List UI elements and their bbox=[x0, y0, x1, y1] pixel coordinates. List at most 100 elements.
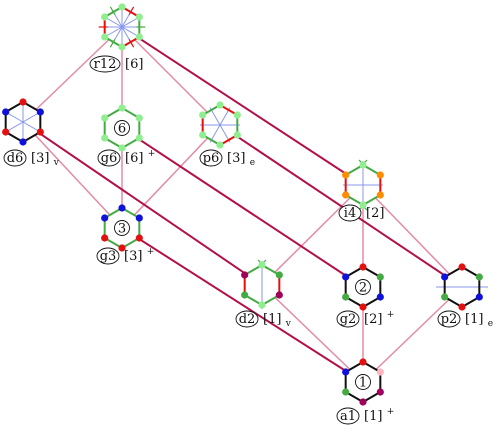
node-name-label: d2 bbox=[239, 312, 256, 327]
symmetry-axes bbox=[343, 161, 383, 209]
node-name-label: d6 bbox=[7, 151, 24, 166]
vertex-dot bbox=[241, 271, 249, 279]
vertex-dot bbox=[376, 293, 384, 301]
axis-line bbox=[111, 9, 133, 45]
vertex-dot bbox=[233, 111, 241, 119]
node-name-label: g2 bbox=[340, 312, 357, 327]
node-index-label: [6] bbox=[125, 151, 143, 166]
vertex-dot bbox=[101, 33, 109, 41]
light-edge-d6-g3 bbox=[22, 121, 123, 229]
node-name-label: a1 bbox=[340, 409, 356, 424]
light-edge-p2-a1 bbox=[362, 286, 463, 383]
vertex-dot bbox=[376, 368, 384, 376]
node-superscript: + bbox=[387, 310, 395, 320]
vertex-dot bbox=[458, 263, 466, 271]
vertex-dot bbox=[441, 293, 449, 301]
node-index-label: [3] bbox=[124, 249, 142, 264]
node-name-label: p2 bbox=[441, 312, 458, 327]
vertex-dot bbox=[359, 398, 367, 406]
node-a1: 1a1[1]+ bbox=[336, 358, 394, 425]
edges-layer bbox=[22, 26, 463, 383]
center-mark-circle bbox=[114, 120, 130, 136]
vertex-dot bbox=[101, 13, 109, 21]
label-ellipse bbox=[89, 55, 121, 73]
vertex-dot bbox=[233, 131, 241, 139]
node-g6: 6g6[6]+ bbox=[97, 104, 156, 167]
center-mark-circle bbox=[114, 220, 130, 236]
node-d2: d2[1]v bbox=[235, 259, 292, 329]
symmetry-axes bbox=[102, 7, 142, 47]
node-g2: 2g2[2]+ bbox=[336, 263, 395, 328]
node-index-label: [1] bbox=[465, 312, 483, 327]
vertex-dot bbox=[101, 214, 109, 222]
vertex-dot bbox=[241, 291, 249, 299]
node-name-label: r12 bbox=[94, 57, 117, 72]
vertex-dot bbox=[376, 273, 384, 281]
center-mark: 6 bbox=[118, 122, 126, 137]
vertex-dot bbox=[359, 201, 367, 209]
center-mark: 3 bbox=[118, 222, 126, 237]
center-mark: 1 bbox=[359, 376, 367, 391]
symmetry-axes bbox=[200, 107, 240, 143]
node-r12: r12 [6] bbox=[89, 3, 146, 73]
light-edge-d2-a1 bbox=[261, 284, 364, 383]
node-index-label: [2] bbox=[366, 206, 384, 221]
vertex-dot bbox=[342, 171, 350, 179]
label-ellipse bbox=[336, 407, 360, 425]
vertex-dot bbox=[101, 114, 109, 122]
label-ellipse bbox=[199, 149, 223, 167]
nodes-layer: r12[6]d6[3]v6g6[6]+p6[3]ei4[2]3g3[3]+d2[… bbox=[2, 3, 493, 425]
vertex-dot bbox=[342, 388, 350, 396]
node-index-label: [1] bbox=[364, 409, 382, 424]
node-name-label: i4 bbox=[344, 206, 356, 221]
vertex-dot bbox=[359, 263, 367, 271]
vertex-dot bbox=[359, 303, 367, 311]
rotation-tick bbox=[109, 39, 116, 48]
vertex-dot bbox=[36, 128, 44, 136]
vertex-dot bbox=[199, 111, 207, 119]
light-edge-r12-p6 bbox=[121, 26, 221, 126]
dark-edge-d6-d2 bbox=[22, 121, 263, 286]
label-ellipse bbox=[437, 310, 461, 328]
node-index-label: [3] bbox=[31, 151, 49, 166]
dark-edge-r12-i4 bbox=[121, 26, 364, 186]
vertex-dot bbox=[359, 161, 367, 169]
light-edge-i4-d2 bbox=[261, 184, 364, 286]
node-i4: i4 [2] bbox=[338, 159, 384, 222]
node-g3: 3g3[3]+ bbox=[96, 204, 154, 265]
label-ellipse bbox=[3, 149, 27, 167]
light-edge-r12-d6 bbox=[22, 26, 123, 123]
vertex-dot bbox=[216, 101, 224, 109]
vertex-dot bbox=[475, 293, 483, 301]
vertex-dot bbox=[19, 98, 27, 106]
vertex-dot bbox=[118, 43, 126, 51]
vertex-dot bbox=[118, 244, 126, 252]
vertex-dot bbox=[475, 273, 483, 281]
vertex-dot bbox=[101, 234, 109, 242]
node-p2: p2 [1] e bbox=[436, 263, 493, 329]
vertex-dot bbox=[135, 33, 143, 41]
label-ellipse bbox=[338, 204, 362, 222]
vertex-dot bbox=[441, 273, 449, 281]
node-subscript: v bbox=[285, 319, 292, 329]
vertex-dot bbox=[376, 171, 384, 179]
vertex-dot bbox=[2, 108, 10, 116]
node-index-label: [2] bbox=[364, 312, 382, 327]
rotation-tick bbox=[128, 6, 135, 15]
node-superscript: + bbox=[148, 149, 156, 159]
vertex-dot bbox=[359, 358, 367, 366]
vertex-dot bbox=[216, 141, 224, 149]
node-index-label: [6] bbox=[125, 57, 143, 72]
vertex-dot bbox=[342, 293, 350, 301]
node-subscript: e bbox=[488, 319, 493, 329]
vertex-dot bbox=[135, 114, 143, 122]
center-mark-circle bbox=[355, 279, 371, 295]
label-ellipse bbox=[235, 310, 259, 328]
node-d6: d6[3]v bbox=[2, 98, 60, 168]
vertex-dot bbox=[376, 388, 384, 396]
vertex-dot bbox=[19, 138, 27, 146]
light-edge-i4-p2 bbox=[362, 184, 463, 288]
dark-edge-g6-g2 bbox=[121, 127, 364, 288]
center-mark-circle bbox=[355, 374, 371, 390]
vertex-dot bbox=[376, 191, 384, 199]
